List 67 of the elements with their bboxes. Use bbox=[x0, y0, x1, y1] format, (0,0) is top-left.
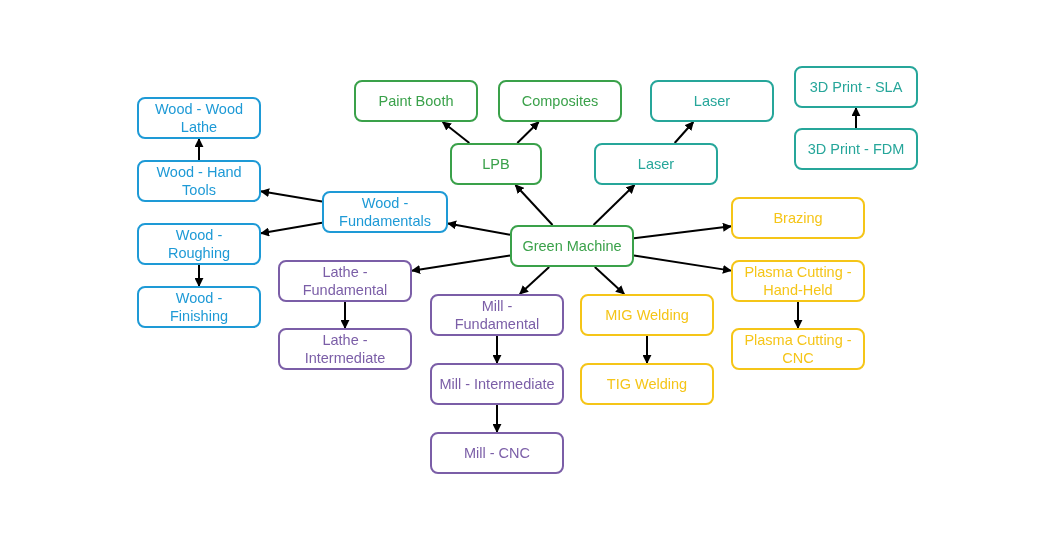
process-box bbox=[498, 80, 622, 122]
node-label: Laser bbox=[637, 155, 675, 173]
process-box bbox=[430, 294, 564, 336]
arrow bbox=[851, 107, 861, 129]
node-label: Laser bbox=[693, 92, 731, 110]
process-box bbox=[137, 97, 261, 139]
node-label: Mill - Fundamental bbox=[453, 297, 541, 333]
arrow bbox=[633, 254, 732, 274]
process-box bbox=[137, 223, 261, 265]
node-label: Wood - Wood Lathe bbox=[153, 100, 245, 136]
process-box bbox=[731, 328, 865, 370]
arrow bbox=[518, 266, 551, 295]
node-label: Wood - Roughing bbox=[166, 226, 232, 262]
arrow bbox=[793, 301, 803, 329]
node-label: Composites bbox=[521, 92, 599, 110]
arrow bbox=[516, 121, 540, 144]
arrow bbox=[673, 121, 695, 144]
arrow bbox=[260, 188, 323, 203]
process-box bbox=[731, 260, 865, 302]
node-label: Wood - Fundamentals bbox=[338, 194, 432, 230]
arrow bbox=[592, 184, 636, 226]
arrow bbox=[514, 184, 554, 226]
process-box bbox=[430, 432, 564, 474]
arrow bbox=[340, 301, 350, 329]
process-box bbox=[794, 128, 918, 170]
process-box bbox=[731, 197, 865, 239]
arrow bbox=[260, 221, 323, 237]
process-box bbox=[594, 143, 718, 185]
arrow bbox=[194, 138, 204, 161]
node-label: TIG Welding bbox=[606, 375, 688, 393]
arrow bbox=[492, 335, 502, 364]
node-label: Green Machine bbox=[522, 237, 622, 255]
node-label: Plasma Cutting - Hand-Held bbox=[743, 263, 853, 299]
arrow bbox=[492, 404, 502, 433]
arrow bbox=[633, 222, 732, 240]
process-box bbox=[580, 294, 714, 336]
node-label: Wood - Hand Tools bbox=[155, 163, 243, 199]
arrow bbox=[593, 266, 626, 295]
process-box bbox=[650, 80, 774, 122]
arrow bbox=[441, 121, 471, 144]
node-label: Paint Booth bbox=[378, 92, 454, 110]
process-box bbox=[430, 363, 564, 405]
node-label: Wood - Finishing bbox=[169, 289, 229, 325]
node-label: Lathe - Fundamental bbox=[301, 263, 389, 299]
process-box bbox=[450, 143, 542, 185]
node-label: LPB bbox=[482, 155, 510, 173]
process-box bbox=[354, 80, 478, 122]
process-box bbox=[137, 286, 261, 328]
process-box bbox=[794, 66, 918, 108]
node-label: 3D Print - FDM bbox=[807, 140, 905, 158]
arrow bbox=[194, 264, 204, 287]
node-label: MIG Welding bbox=[605, 306, 689, 324]
node-label: Mill - CNC bbox=[463, 444, 530, 462]
arrow bbox=[642, 335, 652, 364]
process-box bbox=[278, 328, 412, 370]
node-label: Mill - Intermediate bbox=[439, 375, 555, 393]
process-box bbox=[580, 363, 714, 405]
node-label: Plasma Cutting - CNC bbox=[743, 331, 853, 367]
arrow bbox=[411, 254, 511, 274]
arrow bbox=[447, 220, 511, 236]
node-label: Brazing bbox=[773, 209, 823, 227]
process-box bbox=[510, 225, 634, 267]
process-box bbox=[137, 160, 261, 202]
process-box bbox=[322, 191, 448, 233]
process-box bbox=[278, 260, 412, 302]
node-label: 3D Print - SLA bbox=[809, 78, 903, 96]
node-label: Lathe - Intermediate bbox=[303, 331, 387, 367]
